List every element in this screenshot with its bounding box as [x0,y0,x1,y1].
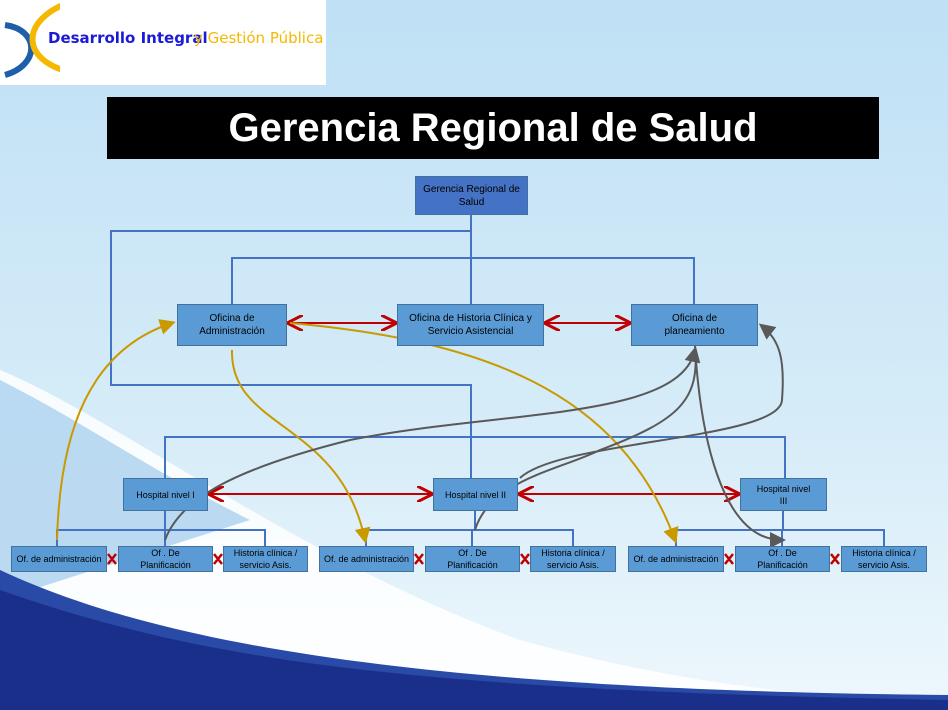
unit-admin-box: Of. de administración [628,546,724,572]
oficina-historia-clinica-box: Oficina de Historia Clínica y Servicio A… [397,304,544,346]
gerencia-regional-box: Gerencia Regional de Salud [415,176,528,215]
logo-text-accent: y Gestión Pública [194,29,324,47]
unit-plan-box: Of . De Planificación [425,546,520,572]
unit-historia-box: Historia clínica / servicio Asis. [223,546,308,572]
unit-historia-box: Historia clínica / servicio Asis. [841,546,927,572]
hospital-nivel-1-box: Hospital nivel I [123,478,208,511]
oficina-administracion-box: Oficina de Administración [177,304,287,346]
hospital-nivel-2-box: Hospital nivel II [433,478,518,511]
logo: Desarrollo Integral y Gestión Pública [0,0,326,85]
hospital-nivel-3-box: Hospital nivel III [740,478,827,511]
unit-plan-box: Of . De Planificación [735,546,830,572]
page-title: Gerencia Regional de Salud [107,97,879,159]
logo-text: Desarrollo Integral [48,29,208,47]
unit-plan-box: Of . De Planificación [118,546,213,572]
unit-admin-box: Of. de administración [11,546,107,572]
logo-swoosh-icon [4,0,72,78]
unit-historia-box: Historia clínica / servicio Asis. [530,546,616,572]
unit-admin-box: Of. de administración [319,546,414,572]
oficina-planeamiento-box: Oficina de planeamiento [631,304,758,346]
